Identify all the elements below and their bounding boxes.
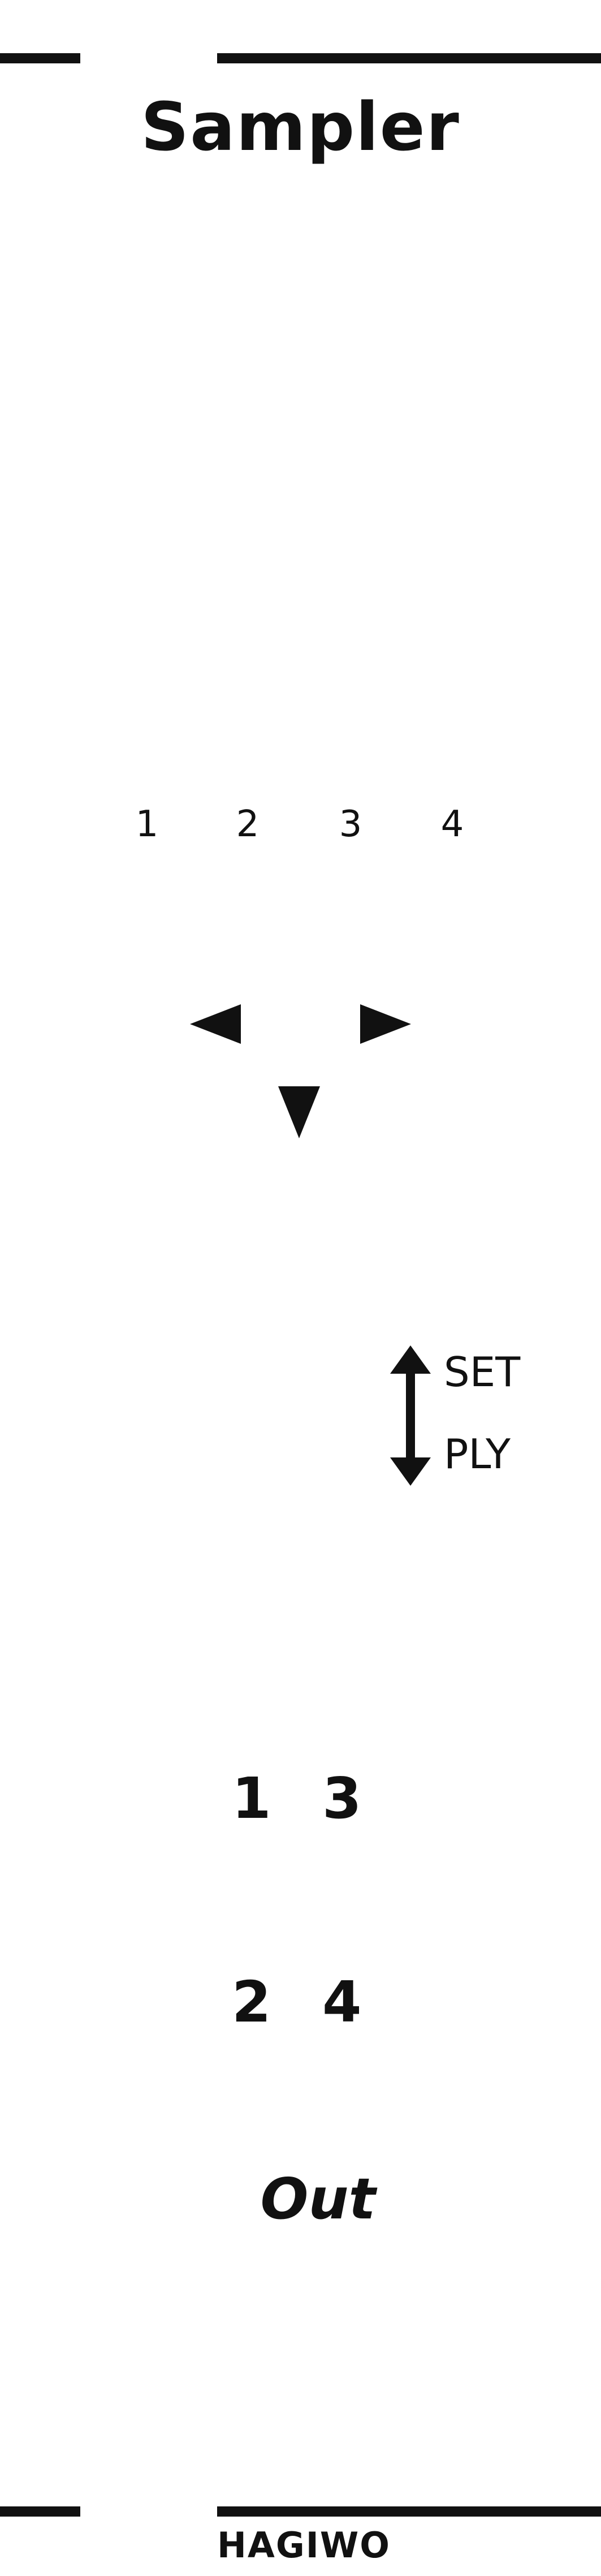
- double-arrow-vertical-icon: [390, 1345, 431, 1486]
- triangle-left-icon: [190, 1004, 241, 1044]
- top-right-rule: [217, 53, 601, 63]
- output-label-4: 4: [322, 1969, 362, 2035]
- ply-label: PLY: [444, 1430, 511, 1478]
- bottom-left-rule: [0, 2506, 80, 2517]
- output-label-3: 3: [322, 1765, 362, 1831]
- panel-title: Sampler: [141, 88, 460, 166]
- output-label-2: 2: [232, 1969, 271, 2035]
- output-label-1: 1: [232, 1765, 271, 1831]
- slot-label-4: 4: [440, 803, 464, 845]
- set-label: SET: [444, 1348, 521, 1396]
- slot-label-3: 3: [339, 803, 362, 845]
- out-label: Out: [260, 2166, 376, 2232]
- slot-label-1: 1: [135, 803, 159, 845]
- triangle-down-icon: [278, 1086, 320, 1138]
- bottom-right-rule: [217, 2506, 601, 2517]
- top-left-rule: [0, 53, 80, 63]
- slot-label-2: 2: [236, 803, 260, 845]
- triangle-right-icon: [360, 1004, 411, 1044]
- brand-logo: HAGIWO: [217, 2525, 391, 2566]
